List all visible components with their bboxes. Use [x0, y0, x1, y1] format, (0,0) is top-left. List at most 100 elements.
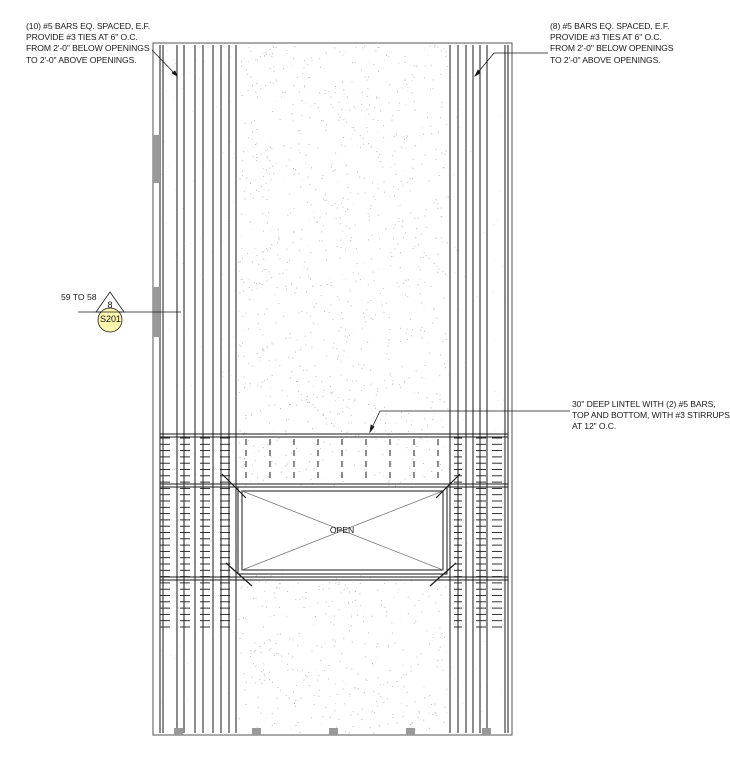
- concrete-speckle: [388, 358, 390, 360]
- concrete-speckle: [445, 651, 447, 652]
- concrete-speckle: [338, 101, 340, 103]
- concrete-speckle: [401, 677, 403, 679]
- concrete-speckle: [314, 616, 316, 618]
- concrete-speckle: [223, 151, 224, 153]
- concrete-speckle: [242, 616, 244, 618]
- concrete-speckle: [318, 675, 320, 677]
- concrete-speckle: [353, 334, 354, 336]
- concrete-speckle: [254, 459, 256, 461]
- concrete-speckle: [273, 723, 275, 725]
- concrete-speckle: [350, 305, 352, 307]
- concrete-speckle: [245, 69, 247, 71]
- concrete-speckle: [264, 52, 266, 54]
- concrete-speckle: [252, 156, 254, 158]
- concrete-speckle: [285, 269, 287, 271]
- concrete-speckle: [251, 464, 253, 466]
- concrete-speckle: [493, 223, 494, 225]
- concrete-speckle: [348, 603, 350, 605]
- concrete-speckle: [246, 620, 247, 622]
- concrete-speckle: [290, 728, 292, 730]
- concrete-speckle: [326, 355, 328, 357]
- concrete-speckle: [364, 262, 365, 264]
- concrete-speckle: [256, 160, 258, 162]
- concrete-speckle: [391, 383, 393, 385]
- concrete-speckle: [300, 349, 302, 351]
- concrete-speckle: [298, 391, 299, 393]
- concrete-speckle: [329, 375, 331, 377]
- concrete-speckle: [287, 214, 289, 216]
- concrete-speckle: [352, 711, 354, 713]
- concrete-speckle: [427, 117, 428, 119]
- concrete-speckle: [306, 396, 308, 398]
- concrete-speckle: [352, 601, 354, 603]
- concrete-speckle: [314, 365, 316, 367]
- concrete-speckle: [243, 434, 244, 436]
- concrete-speckle: [312, 428, 314, 430]
- concrete-speckle: [352, 272, 354, 274]
- concrete-speckle: [271, 53, 273, 55]
- concrete-speckle: [375, 394, 377, 396]
- concrete-speckle: [408, 430, 409, 432]
- concrete-speckle: [243, 151, 245, 153]
- concrete-speckle: [292, 639, 294, 641]
- concrete-speckle: [324, 193, 326, 195]
- concrete-speckle: [227, 692, 228, 694]
- concrete-speckle: [336, 578, 338, 580]
- concrete-speckle: [335, 86, 336, 87]
- concrete-speckle: [363, 143, 365, 145]
- concrete-speckle: [270, 387, 272, 389]
- concrete-speckle: [251, 228, 252, 230]
- concrete-speckle: [252, 131, 253, 132]
- concrete-speckle: [285, 434, 287, 436]
- concrete-speckle: [270, 247, 272, 249]
- concrete-speckle: [439, 394, 441, 396]
- concrete-speckle: [279, 273, 281, 275]
- concrete-speckle: [286, 288, 287, 290]
- concrete-speckle: [241, 247, 243, 249]
- concrete-speckle: [316, 444, 318, 445]
- concrete-speckle: [172, 183, 174, 185]
- concrete-speckle: [313, 306, 315, 308]
- concrete-speckle: [330, 96, 332, 98]
- concrete-speckle: [363, 312, 364, 314]
- leader-lintel: [369, 410, 570, 434]
- concrete-speckle: [433, 263, 435, 265]
- right-boundary-note: (8) #5 BARS EQ. SPACED, E.F. PROVIDE #3 …: [550, 21, 674, 66]
- concrete-speckle: [391, 622, 393, 624]
- concrete-speckle: [345, 225, 347, 227]
- concrete-speckle: [302, 369, 304, 371]
- concrete-speckle: [354, 687, 356, 689]
- concrete-speckle: [322, 225, 324, 227]
- concrete-speckle: [243, 464, 244, 466]
- concrete-speckle: [488, 593, 490, 595]
- concrete-speckle: [263, 626, 265, 628]
- concrete-speckle: [407, 338, 408, 340]
- concrete-speckle: [348, 407, 350, 409]
- concrete-speckle: [398, 102, 400, 104]
- concrete-speckle: [376, 643, 378, 645]
- concrete-speckle: [412, 458, 414, 460]
- concrete-speckle: [245, 187, 247, 189]
- concrete-speckle: [340, 374, 342, 376]
- concrete-speckle: [358, 363, 360, 365]
- concrete-speckle: [387, 645, 389, 646]
- concrete-speckle: [193, 561, 195, 563]
- concrete-speckle: [317, 602, 319, 604]
- concrete-speckle: [247, 439, 249, 441]
- concrete-speckle: [424, 282, 426, 283]
- concrete-speckle: [286, 66, 288, 67]
- concrete-speckle: [350, 616, 352, 618]
- concrete-speckle: [265, 717, 266, 718]
- concrete-speckle: [346, 96, 348, 98]
- concrete-speckle: [425, 419, 427, 421]
- concrete-speckle: [436, 715, 438, 717]
- concrete-speckle: [456, 116, 457, 118]
- concrete-speckle: [243, 464, 245, 465]
- concrete-speckle: [374, 198, 376, 200]
- concrete-speckle: [390, 374, 391, 376]
- concrete-speckle: [190, 243, 191, 244]
- concrete-speckle: [324, 311, 326, 313]
- concrete-speckle: [277, 254, 279, 256]
- concrete-speckle: [270, 647, 272, 649]
- concrete-speckle: [296, 77, 298, 78]
